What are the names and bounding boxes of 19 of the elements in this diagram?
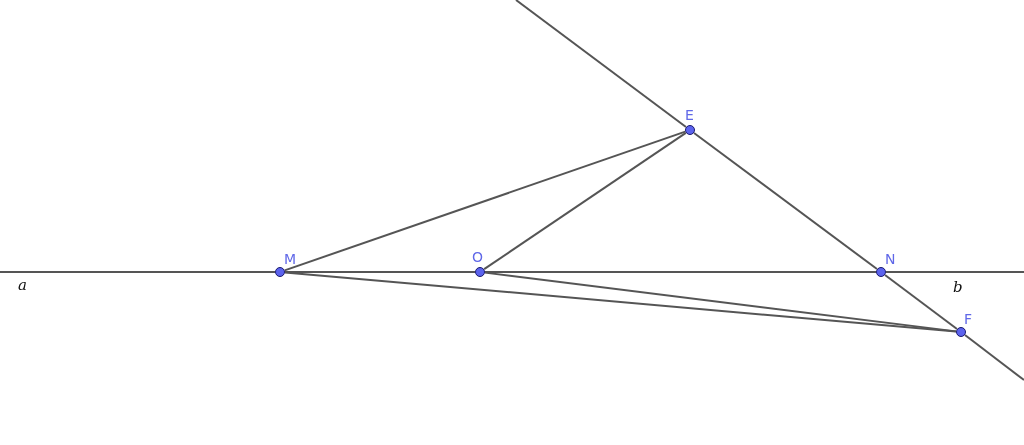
line-name: a [18, 278, 27, 293]
point-label: E [685, 108, 694, 122]
line-segment [964, 334, 1024, 381]
line-segment [484, 271, 877, 273]
line-segment [283, 130, 687, 272]
line-segment [884, 274, 958, 330]
line-segment [0, 271, 276, 273]
line-name: b [953, 280, 963, 295]
line-segment [284, 271, 476, 273]
line-segment [885, 271, 1024, 273]
point-label: M [284, 252, 297, 266]
line-segment [693, 132, 878, 270]
point-label: N [885, 252, 896, 266]
line-segment [483, 131, 687, 271]
line-segment [284, 271, 957, 333]
point-label: F [964, 312, 973, 326]
line-segment [483, 271, 958, 333]
point-label: O [472, 250, 484, 264]
line-segment [515, 0, 687, 128]
